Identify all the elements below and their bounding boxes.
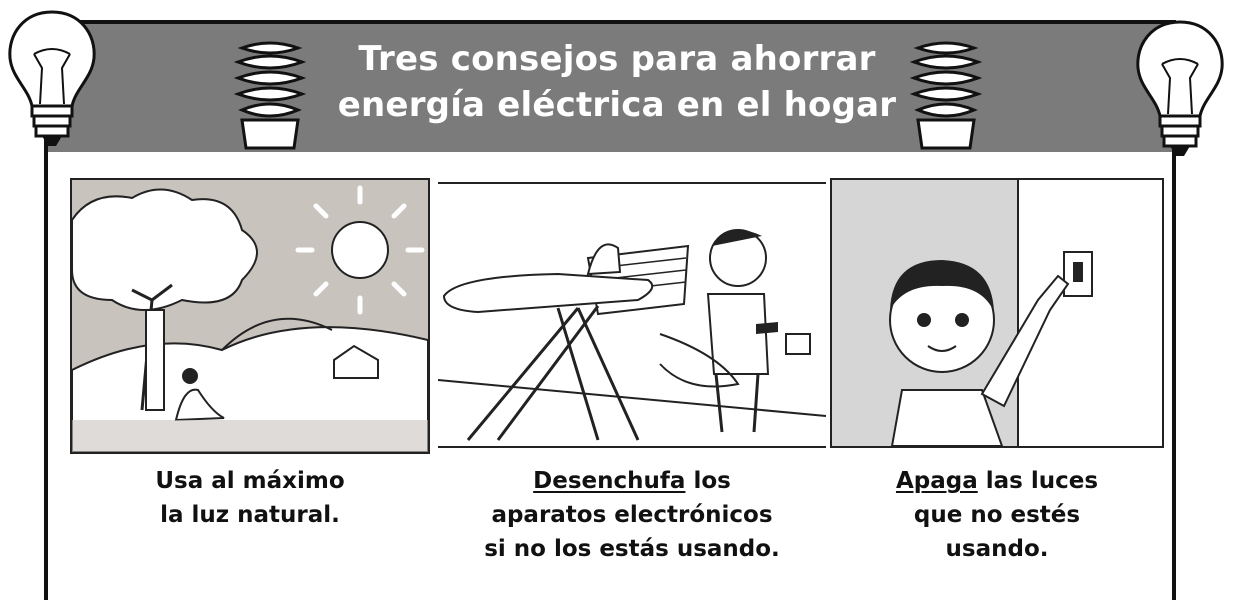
incandescent-bulb-icon	[8, 10, 96, 146]
tip-panel-unplug	[438, 182, 826, 448]
caption-line: aparatos electrónicos	[491, 502, 773, 528]
caption-verb: Desenchufa	[533, 468, 686, 494]
light-switch-boy-icon	[832, 180, 1162, 446]
unplug-iron-icon	[438, 184, 826, 446]
cfl-bulb-icon	[233, 41, 307, 150]
cfl-bulb-icon	[909, 41, 983, 150]
caption-line: Apaga las luces	[830, 464, 1164, 498]
tip-caption-switch-off: Apaga las luces que no estés usando.	[830, 464, 1164, 566]
caption-line: si no los estás usando.	[484, 536, 780, 562]
title-line-2: energía eléctrica en el hogar	[337, 85, 897, 125]
tip-panel-natural-light	[70, 178, 430, 454]
incandescent-bulb-icon	[1136, 20, 1224, 156]
caption-verb: Apaga	[895, 468, 978, 494]
tip-caption-unplug: Desenchufa los aparatos electrónicos si …	[438, 464, 826, 566]
caption-rest: las luces	[977, 468, 1099, 494]
tip-panel-switch-off	[830, 178, 1164, 448]
poster-title: Tres consejos para ahorrar energía eléct…	[300, 36, 934, 128]
caption-line: Usa al máximo	[155, 468, 345, 494]
caption-line: usando.	[945, 536, 1049, 562]
title-band	[48, 24, 1172, 152]
caption-line: la luz natural.	[160, 502, 340, 528]
sun-tree-landscape-icon	[72, 180, 428, 452]
title-line-1: Tres consejos para ahorrar	[358, 39, 876, 79]
caption-line: que no estés	[913, 502, 1081, 528]
caption-line: Desenchufa los	[438, 464, 826, 498]
tip-caption-natural-light: Usa al máximo la luz natural.	[70, 464, 430, 532]
caption-rest: los	[685, 468, 731, 494]
